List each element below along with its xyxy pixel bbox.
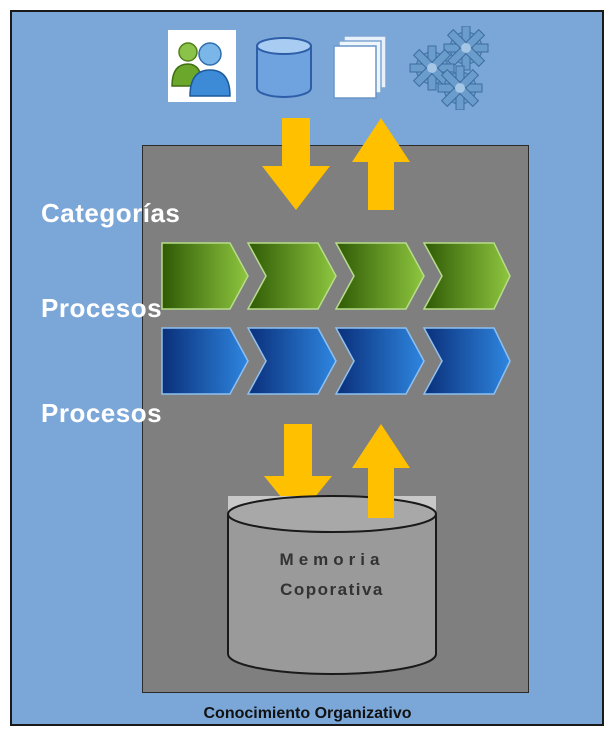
label-categorias: Categorías <box>41 198 181 228</box>
users-icon <box>168 30 236 102</box>
green-chevron-3 <box>334 242 425 310</box>
database-label-line1: Memoria <box>279 550 385 569</box>
up-arrow-icon <box>352 118 410 210</box>
blue-chevron-3 <box>334 327 425 395</box>
documents-icon <box>333 35 387 99</box>
green-chevron-1 <box>161 242 249 310</box>
blue-chevron-4 <box>422 327 511 395</box>
footer-caption: Conocimiento Organizativo <box>203 705 412 722</box>
label-procesos-2: Procesos <box>41 398 163 428</box>
categories-chevron-row <box>161 242 511 310</box>
database-label-line2: Coporativa <box>280 580 384 599</box>
green-chevron-4 <box>422 242 511 310</box>
down-arrow-icon <box>264 424 332 518</box>
blue-chevron-2 <box>246 327 337 395</box>
up-arrow-icon <box>352 424 410 518</box>
green-chevron-2 <box>246 242 337 310</box>
gears-icon <box>409 26 489 110</box>
blue-chevron-1 <box>161 327 249 395</box>
processes-chevron-row <box>161 327 511 395</box>
down-arrow-icon <box>262 118 330 210</box>
label-procesos-1: Procesos <box>41 293 163 323</box>
database-icon <box>256 37 312 98</box>
